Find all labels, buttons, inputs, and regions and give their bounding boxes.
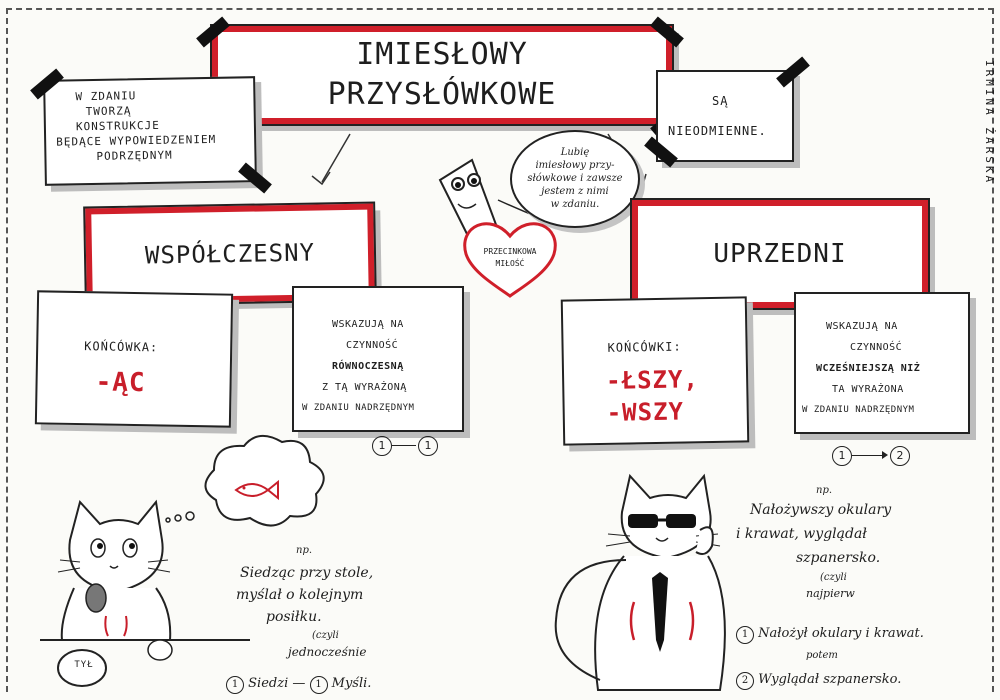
title-line-1: IMIESŁOWY [356, 37, 528, 72]
heart-text: PRZECINKOWA MIŁOŚĆ [483, 247, 537, 268]
right-timeline: 1 2 [832, 446, 922, 468]
right-example-marker: np. [816, 485, 833, 496]
author-signature: IRMINA ŻARSKA [983, 60, 996, 186]
left-example: np. Siedząc przy stole, myślał o kolejny… [226, 540, 456, 660]
cat-paw-label: TYŁ [74, 660, 94, 670]
right-step-1: 1 Nałożył okulary i krawat. [736, 626, 986, 644]
page-border [6, 8, 994, 692]
left-example-marker: np. [296, 545, 313, 556]
mascot-speech-bubble: Lubię imiesłowy przy- słówkowe i zawsze … [510, 130, 640, 228]
right-step-2: 2 Wyglądał szpanersko. [736, 672, 986, 690]
left-timeline: 1 1 [372, 436, 442, 458]
title-line-2: PRZYSŁÓWKOWE [327, 77, 557, 112]
left-description-card: WSKAZUJĄ NA CZYNNOŚĆ RÓWNOCZESNĄ Z TĄ WY… [292, 286, 464, 432]
right-connector-potem: potem [806, 650, 838, 661]
right-note: SĄ NIEODMIENNE. [656, 70, 794, 162]
right-description-card: WSKAZUJĄ NA CZYNNOŚĆ WCZEŚNIEJSZĄ NIŻ TA… [794, 292, 970, 434]
heading-uprzedni: UPRZEDNI [630, 198, 930, 310]
title-box: IMIESŁOWY PRZYSŁÓWKOWE [210, 24, 674, 126]
left-steps: 1 Siedzi — 1 Myśli. [226, 676, 466, 694]
right-example: np. Nałożywszy okulary i krawat, wygląda… [736, 484, 976, 602]
